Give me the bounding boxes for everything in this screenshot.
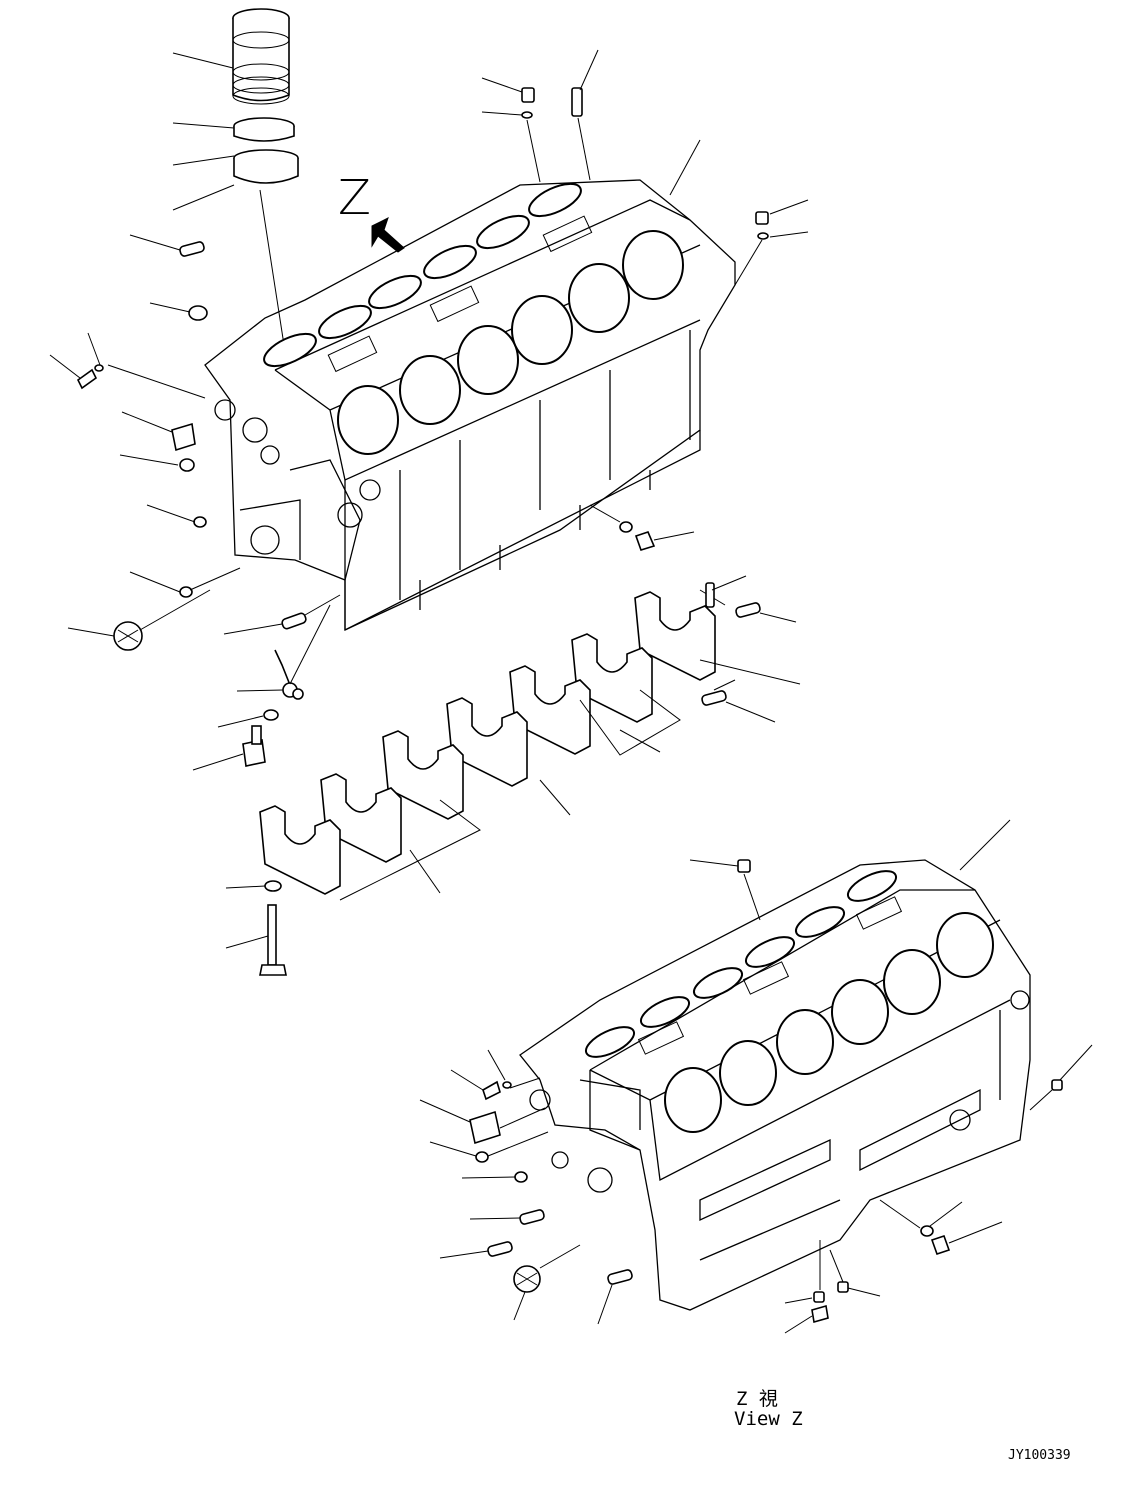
view-letter: Z [338,170,371,226]
engine-block-lower [519,819,1031,1311]
view-z-arrow [371,217,405,253]
engine-block-upper [204,179,736,632]
cylinder-liner [172,8,299,346]
drawing-code: JY100339 [1008,1448,1071,1463]
view-caption-japanese: Z 視 [736,1388,778,1410]
view-caption-english: View Z [734,1408,803,1430]
lower-block-small-parts [419,859,1093,1334]
upper-block-small-parts [49,49,809,771]
main-bearing-caps [225,575,801,976]
